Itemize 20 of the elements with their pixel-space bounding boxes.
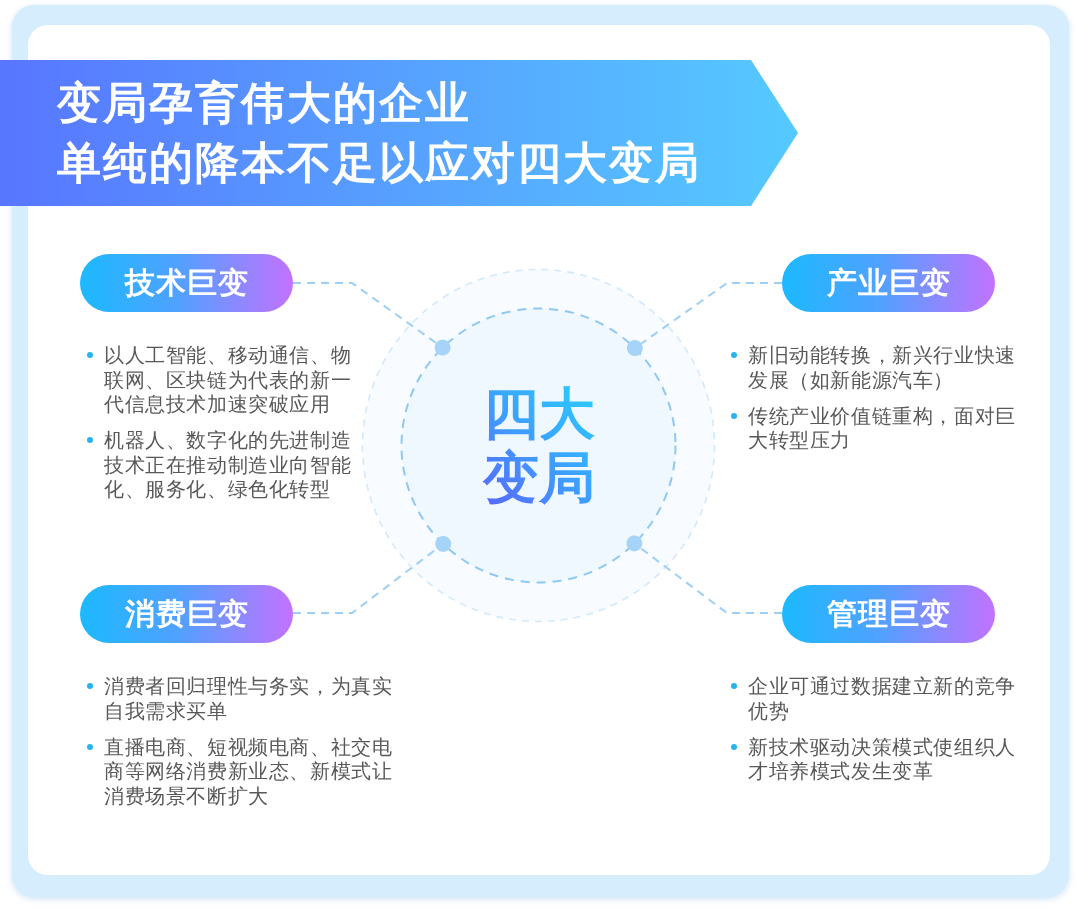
bullet-text: 直播电商、短视频电商、社交电商等网络消费新业态、新模式让消费场景不断扩大: [104, 734, 394, 808]
bullet-text: 企业可通过数据建立新的竞争优势: [748, 674, 1017, 723]
banner-heading: 单纯的降本不足以应对四大变局: [57, 137, 701, 189]
category-pill: 技术巨变: [80, 254, 293, 312]
bullet-text: 新旧动能转换，新兴行业快速发展（如新能源汽车）: [748, 343, 1017, 392]
category-pill: 消费巨变: [80, 585, 293, 643]
category-pill: 产业巨变: [782, 254, 995, 312]
bullet-text: 以人工智能、移动通信、物联网、区块链为代表的新一代信息技术加速突破应用: [104, 343, 353, 417]
bullet-text: 传统产业价值链重构，面对巨大转型压力: [748, 403, 1017, 453]
dashed-connector: [626, 282, 783, 357]
bullet-text: 机器人、数字化的先进制造技术正在推动制造业向智能化、服务化、绿色化转型: [104, 428, 353, 502]
title-banner: [0, 60, 798, 206]
category-pill: 管理巨变: [782, 585, 995, 643]
bullet-text: 消费者回归理性与务实，为真实自我需求买单: [104, 674, 394, 723]
center-circle: [400, 307, 677, 584]
dashed-connector: [292, 282, 451, 356]
dashed-connector: [626, 535, 783, 614]
banner-heading: 变局孕育伟大的企业: [57, 77, 472, 129]
bullet-text: 新技术驱动决策模式使组织人才培养模式发生变革: [748, 734, 1017, 784]
dashed-connector: [292, 535, 452, 614]
